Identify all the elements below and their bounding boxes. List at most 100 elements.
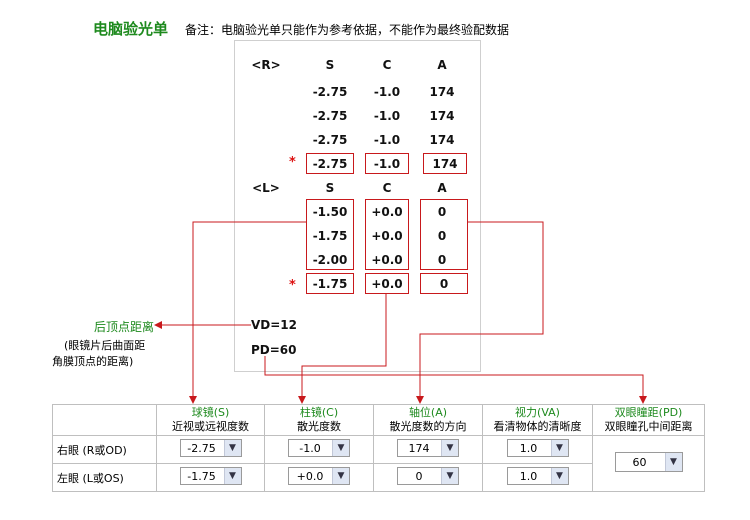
left-s-group-box — [306, 199, 354, 270]
chevron-down-icon[interactable]: ▼ — [332, 468, 349, 484]
right-a-cell: 174▼ — [373, 435, 483, 464]
left-s-cell: -1.75▼ — [156, 463, 265, 492]
left-c-group-box — [365, 199, 409, 270]
right-c-final-box — [365, 153, 409, 174]
left-c-cell: +0.0▼ — [264, 463, 374, 492]
right-c-2: -1.0 — [373, 109, 401, 123]
left-s-3: -2.00 — [312, 253, 348, 267]
left-s-final: -1.75 — [312, 277, 348, 291]
form-header-s-subtitle: 近视或远视度数 — [172, 420, 249, 433]
form-header-c: 柱镜(C) 散光度数 — [264, 404, 374, 436]
chevron-down-icon[interactable]: ▼ — [441, 440, 458, 456]
left-c-1: +0.0 — [371, 205, 403, 219]
left-a-2: 0 — [437, 229, 447, 243]
left-a-3: 0 — [437, 253, 447, 267]
col-c-header-left: C — [382, 181, 392, 195]
form-header-pd: 双眼瞳距(PD) 双眼瞳孔中间距离 — [592, 404, 705, 436]
form-header-a: 轴位(A) 散光度数的方向 — [373, 404, 483, 436]
form-header-c-title: 柱镜(C) — [299, 406, 339, 419]
right-eye-row-label: 右眼 (R或OD) — [52, 435, 157, 464]
right-s-cell: -2.75▼ — [156, 435, 265, 464]
form-header-pd-subtitle: 双眼瞳孔中间距离 — [604, 420, 693, 433]
left-a-group-box — [420, 199, 468, 270]
col-s-header: S — [325, 58, 335, 72]
pd-value: PD=60 — [251, 343, 297, 357]
form-header-s-title: 球镜(S) — [191, 406, 230, 419]
left-c-select[interactable]: +0.0▼ — [288, 467, 350, 485]
right-final-marker: * — [289, 155, 296, 170]
prescription-panel — [234, 40, 481, 372]
chevron-down-icon[interactable]: ▼ — [223, 468, 241, 484]
vertex-distance-title: 后顶点距离 — [94, 320, 155, 334]
form-header-s: 球镜(S) 近视或远视度数 — [156, 404, 265, 436]
form-header-va: 视力(VA) 看清物体的清晰度 — [482, 404, 593, 436]
left-a-final: 0 — [439, 277, 449, 291]
left-va-cell: 1.0▼ — [482, 463, 593, 492]
left-eye-row-label: 左眼 (L或OS) — [52, 463, 157, 492]
vd-value: VD=12 — [251, 318, 298, 332]
chevron-down-icon[interactable]: ▼ — [441, 468, 458, 484]
left-a-final-box — [420, 273, 468, 294]
right-a-final: 174 — [432, 157, 458, 171]
right-va-select[interactable]: 1.0▼ — [506, 439, 569, 457]
right-va-cell: 1.0▼ — [482, 435, 593, 464]
page-title: 电脑验光单 — [93, 20, 169, 38]
form-header-pd-title: 双眼瞳距(PD) — [614, 406, 683, 419]
form-header-a-subtitle: 散光度数的方向 — [389, 420, 467, 433]
arrow-icon — [416, 221, 544, 404]
right-s-final-box — [306, 153, 354, 174]
right-a-select[interactable]: 174▼ — [397, 439, 459, 457]
form-corner-cell — [52, 404, 157, 436]
right-s-final: -2.75 — [312, 157, 348, 171]
left-va-select[interactable]: 1.0▼ — [506, 467, 569, 485]
pd-cell: 60▼ — [592, 435, 705, 492]
left-final-marker: * — [289, 278, 296, 293]
arrow-icon — [264, 356, 647, 404]
right-s-2: -2.75 — [312, 109, 348, 123]
left-a-1: 0 — [437, 205, 447, 219]
right-s-3: -2.75 — [312, 133, 348, 147]
arrow-icon — [298, 294, 387, 404]
left-s-2: -1.75 — [312, 229, 348, 243]
right-c-select[interactable]: -1.0▼ — [288, 439, 350, 457]
col-c-header: C — [382, 58, 392, 72]
right-s-1: -2.75 — [312, 85, 348, 99]
form-header-va-title: 视力(VA) — [515, 406, 560, 419]
vertex-distance-desc-2: 角膜顶点的距离) — [52, 355, 134, 368]
left-s-1: -1.50 — [312, 205, 348, 219]
left-c-final: +0.0 — [371, 277, 403, 291]
chevron-down-icon[interactable]: ▼ — [550, 440, 568, 456]
vertex-distance-desc-1: (眼镜片后曲面距 — [64, 339, 146, 352]
col-s-header-left: S — [325, 181, 335, 195]
left-eye-label: <L> — [252, 181, 280, 195]
right-c-3: -1.0 — [373, 133, 401, 147]
right-c-final: -1.0 — [373, 157, 401, 171]
col-a-header-left: A — [437, 181, 447, 195]
left-s-select[interactable]: -1.75▼ — [179, 467, 242, 485]
right-s-select[interactable]: -2.75▼ — [179, 439, 242, 457]
right-c-1: -1.0 — [373, 85, 401, 99]
right-c-cell: -1.0▼ — [264, 435, 374, 464]
left-c-2: +0.0 — [371, 229, 403, 243]
form-header-a-title: 轴位(A) — [408, 406, 448, 419]
chevron-down-icon[interactable]: ▼ — [223, 440, 241, 456]
pd-select[interactable]: 60▼ — [614, 452, 683, 472]
right-a-1: 174 — [429, 85, 455, 99]
chevron-down-icon[interactable]: ▼ — [664, 453, 682, 471]
left-s-final-box — [306, 273, 354, 294]
form-header-c-subtitle: 散光度数 — [297, 420, 341, 433]
right-eye-label: <R> — [251, 58, 281, 72]
chevron-down-icon[interactable]: ▼ — [550, 468, 568, 484]
right-a-final-box — [423, 153, 467, 174]
right-a-3: 174 — [429, 133, 455, 147]
left-c-final-box — [365, 273, 409, 294]
prescription-form: 球镜(S) 近视或远视度数 柱镜(C) 散光度数 轴位(A) 散光度数的方向 视… — [52, 404, 705, 492]
arrow-icon — [189, 221, 306, 404]
left-a-select[interactable]: 0▼ — [397, 467, 459, 485]
left-c-3: +0.0 — [371, 253, 403, 267]
disclaimer-note: 备注：电脑验光单只能作为参考依据，不能作为最终验配数据 — [185, 23, 510, 37]
form-header-va-subtitle: 看清物体的清晰度 — [493, 420, 582, 433]
chevron-down-icon[interactable]: ▼ — [332, 440, 349, 456]
left-a-cell: 0▼ — [373, 463, 483, 492]
